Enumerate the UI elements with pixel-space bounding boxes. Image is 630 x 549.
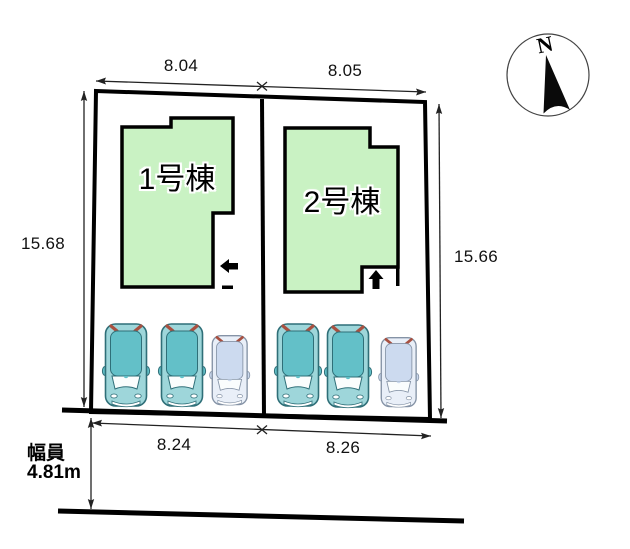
car-icon: [100, 322, 152, 409]
dimension-label-right-side: 15.66: [453, 247, 499, 266]
car-icon: [377, 336, 421, 409]
building-1-label: 1号棟: [138, 163, 216, 196]
building-2-entrance-arrow-icon: [368, 270, 384, 289]
compass-icon: [506, 33, 590, 117]
dimension-line-road-width: [87, 418, 95, 509]
road-width-value: 4.81m: [27, 462, 81, 483]
road-edge-line: [57, 508, 465, 524]
compass-needle-icon: [543, 55, 570, 114]
dimension-line-bottom: [91, 419, 432, 440]
parked-cars: [100, 322, 421, 410]
building-1-step-mark: [222, 285, 233, 289]
road-width-label: 幅員 4.81m: [27, 444, 81, 482]
dimension-line-top: [95, 77, 427, 96]
car-icon: [156, 322, 208, 409]
car-icon: [272, 322, 324, 409]
dimension-line-right: [435, 103, 445, 419]
lot-frontage-line: [61, 407, 448, 424]
car-icon: [322, 323, 374, 410]
dimension-line-left: [80, 91, 88, 407]
building-2-wall-mark: [396, 267, 400, 286]
dimension-label-lot1-top: 8.04: [163, 56, 199, 75]
dimension-label-lot2-frontage: 8.26: [325, 438, 361, 457]
dimension-label-lot2-top: 8.05: [327, 61, 363, 80]
car-icon: [208, 334, 252, 407]
building-1-entrance-arrow-icon: [220, 259, 238, 273]
building-2-label: 2号棟: [303, 186, 381, 219]
lot-divider-line: [260, 98, 266, 418]
dimension-label-left-side: 15.68: [20, 234, 66, 253]
road-width-caption: 幅員: [27, 443, 66, 464]
building-1-footprint: [120, 116, 235, 289]
dimension-label-lot1-frontage: 8.24: [156, 435, 192, 454]
